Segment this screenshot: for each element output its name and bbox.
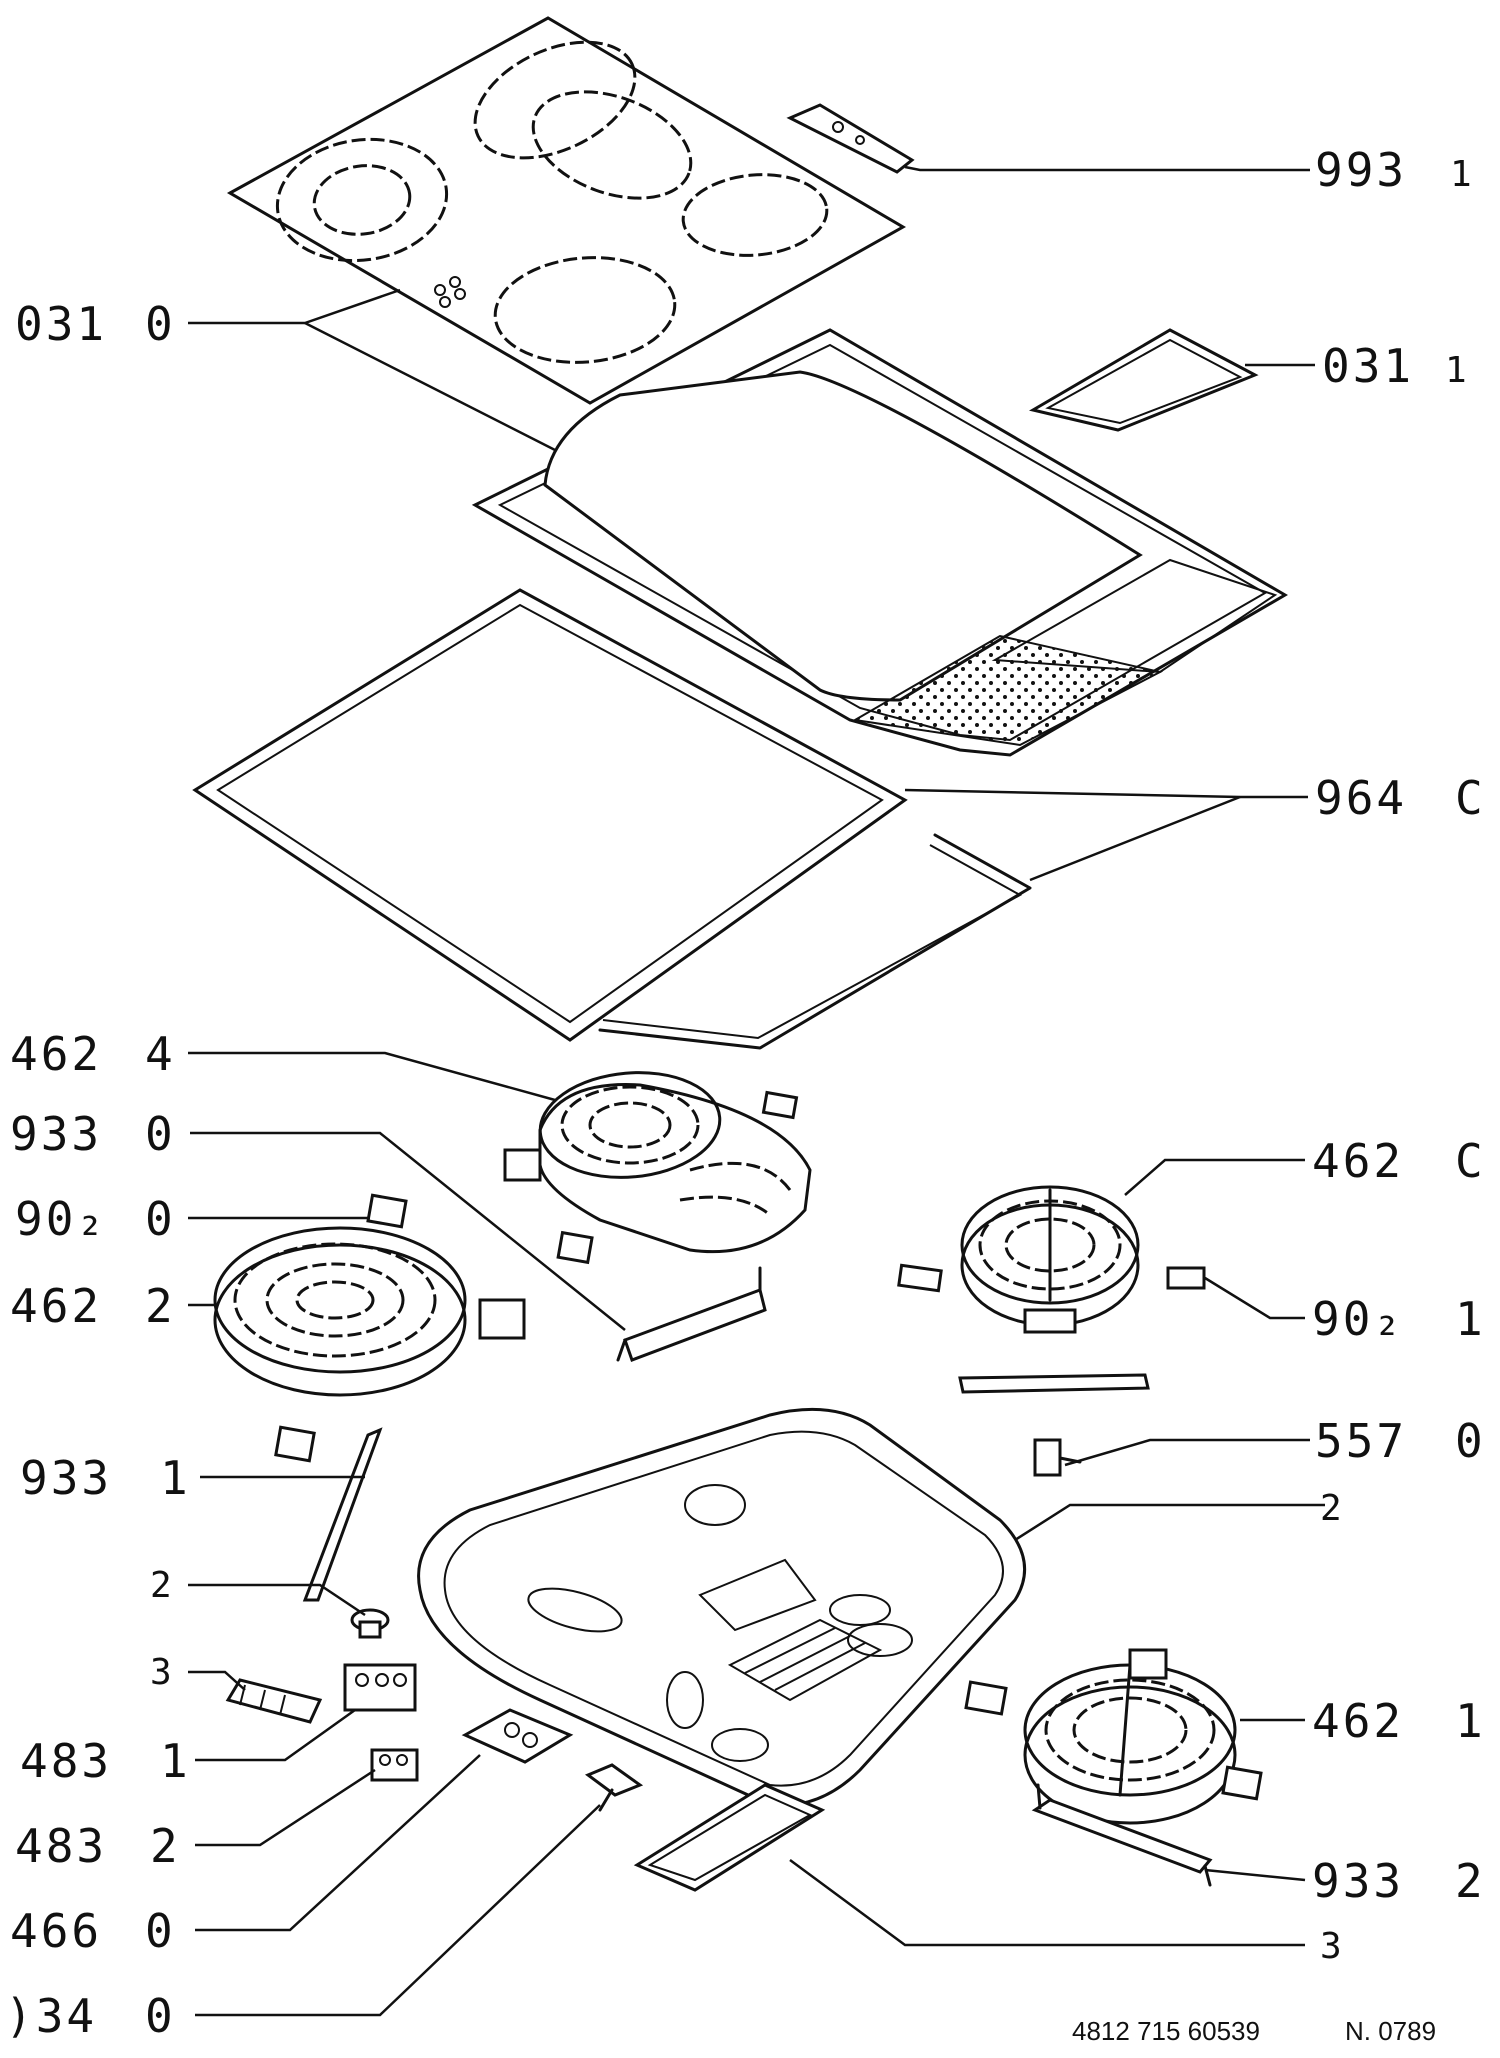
callout-index: 0: [145, 1904, 176, 1958]
callout-index: 0: [145, 1192, 176, 1246]
callout-code: 462: [1312, 1134, 1404, 1188]
callout-code: 933: [20, 1451, 112, 1505]
control-module-part: [461, 1708, 574, 1764]
callout-labels: 031 0 993 1 031 1 964 C 462 4 933 0 90₂ …: [5, 143, 1486, 2043]
callout-index: 1: [1455, 1694, 1486, 1748]
control-grid-icon: [727, 1618, 883, 1702]
callout-code: 90₂: [15, 1192, 107, 1246]
switch-part: [343, 1663, 417, 1712]
callout-index: 0: [1455, 1414, 1486, 1468]
glass-cooktop-part: [226, 16, 907, 405]
left-heater-element-part: [213, 1226, 526, 1397]
leader-lines: [188, 165, 1325, 2017]
callout-index: 3: [1320, 1926, 1342, 1967]
callout-code: 933: [1312, 1854, 1404, 1908]
callout-code: 483: [20, 1734, 112, 1788]
holder-bar-part: [274, 1425, 383, 1602]
callout-index: 1: [1445, 350, 1467, 391]
callout-code: 483: [15, 1819, 107, 1873]
switch-small-part: [370, 1748, 419, 1782]
dual-heater-element-part: [503, 1071, 812, 1254]
callout-index: 2: [1320, 1488, 1342, 1529]
callout-index: 2: [1455, 1854, 1486, 1908]
callout-code: 964: [1315, 771, 1407, 825]
callout-index: C: [1455, 771, 1486, 825]
callout-index: 0: [145, 1107, 176, 1161]
callout-code: 462: [1312, 1694, 1404, 1748]
callout-code: )34: [5, 1989, 97, 2043]
callout-index: 0: [145, 1989, 176, 2043]
callout-index: 1: [160, 1734, 191, 1788]
callout-index: 2: [150, 1565, 172, 1606]
callout-code: 466: [10, 1904, 102, 1958]
callout-code: 993: [1315, 143, 1407, 197]
control-symbols-icon: [434, 276, 466, 308]
base-pan-part: [417, 1407, 1027, 1808]
callout-code: 031: [1322, 339, 1414, 393]
callout-code: 462: [10, 1279, 102, 1333]
cooktop-frame-part: [471, 328, 1288, 757]
callout-index: 2: [145, 1279, 176, 1333]
heater-holder-part: [556, 1230, 767, 1362]
small-glass-part: [1028, 328, 1259, 432]
callout-index: 3: [150, 1652, 172, 1693]
clip-part: [366, 1193, 408, 1229]
callout-index: 0: [145, 297, 176, 351]
cover-plate-part: [633, 1783, 826, 1892]
revision-number: N. 0789: [1345, 2016, 1436, 2046]
callout-code: 933: [10, 1107, 102, 1161]
lower-holder-part: [1031, 1783, 1213, 1887]
callout-index: 1: [160, 1451, 191, 1505]
part-number: 4812 715 60539: [1072, 2016, 1260, 2046]
callout-index: 1: [1455, 1292, 1486, 1346]
callout-code: 557: [1315, 1414, 1407, 1468]
callout-code: 462: [10, 1027, 102, 1081]
small-bracket-part: [584, 1763, 644, 1812]
temperature-limiter-part: [1033, 1438, 1082, 1477]
right-heater-element-part: [897, 1185, 1206, 1394]
callout-code: 90₂: [1312, 1292, 1404, 1346]
callout-index: C: [1455, 1134, 1486, 1188]
callout-index: 2: [150, 1819, 181, 1873]
lower-heater-element-part: [964, 1648, 1263, 1825]
seal-gasket-part: [192, 588, 1032, 1050]
callout-index: 1: [1450, 154, 1472, 195]
callout-index: 4: [145, 1027, 176, 1081]
top-bracket-part: [786, 103, 915, 174]
callout-code: 031: [15, 297, 107, 351]
knob-part: [350, 1608, 390, 1639]
